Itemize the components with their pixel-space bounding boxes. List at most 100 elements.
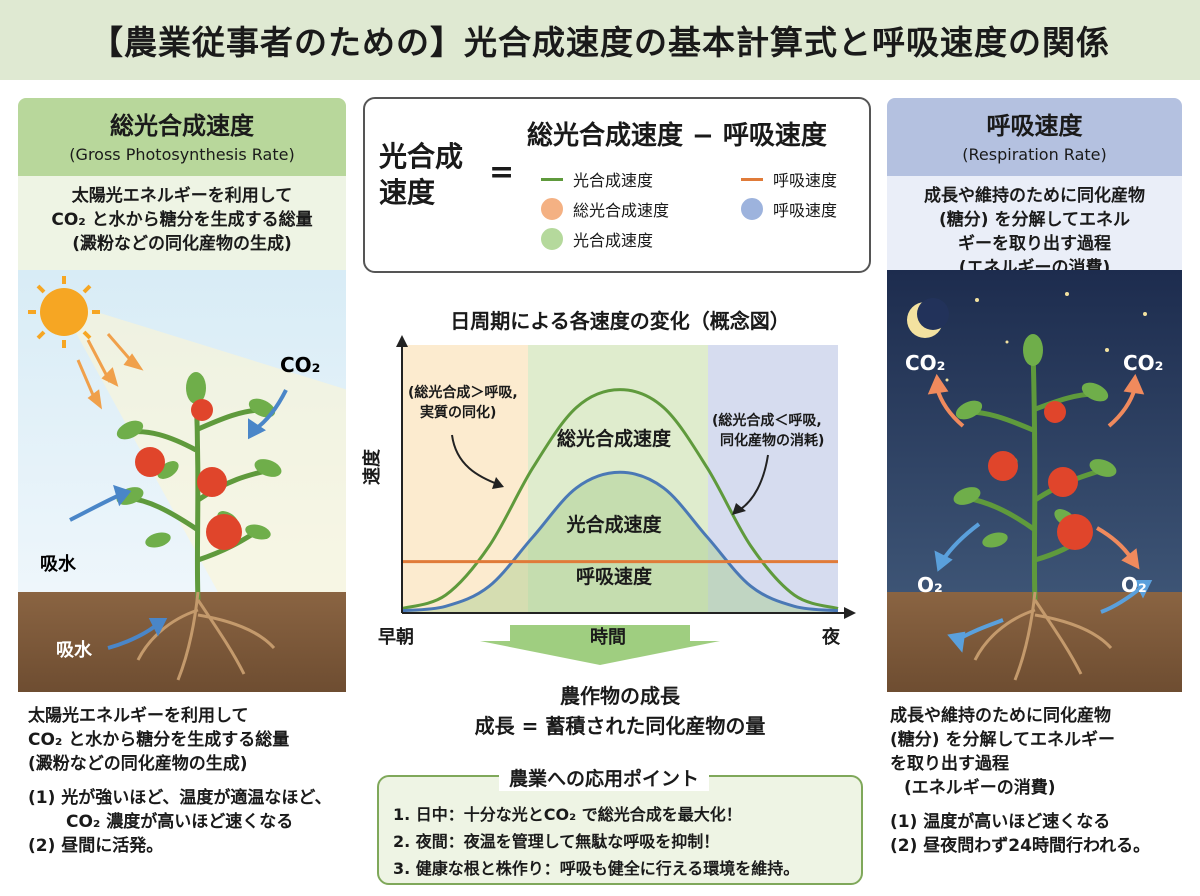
respiration-panel-header: 呼吸速度 (Respiration Rate) (887, 98, 1182, 176)
net-area (402, 472, 838, 613)
legend-dot-swatch (541, 198, 563, 220)
gross-point: (2) 昼間に活発。 (28, 836, 164, 856)
growth-formula: 成長 = 蓄積された同化産物の量 (474, 714, 766, 738)
growth-title: 農作物の成長 (560, 684, 680, 708)
resp-curve-label: 呼吸速度 (576, 565, 653, 588)
co2-label-left: CO₂ (905, 351, 945, 375)
gross-curve-label: 総光合成速度 (557, 427, 672, 450)
x-axis-label: 時間 (590, 627, 626, 648)
title-bar: 【農業従事者のための】光合成速度の基本計算式と呼吸速度の関係 (0, 0, 1200, 80)
growth-down-arrow (480, 625, 720, 665)
tomato-icon (988, 401, 1093, 550)
page-title: 【農業従事者のための】光合成速度の基本計算式と呼吸速度の関係 (90, 23, 1110, 62)
resp-detail-line: (エネルギーの消費) (904, 778, 1056, 798)
formula-lhs: 光合成 速度 (379, 139, 463, 211)
legend-label: 呼吸速度 (773, 201, 838, 220)
legend-line-swatch (541, 177, 563, 181)
annotation-left: 実質の同化) (420, 404, 496, 421)
gross-point: (1) 光が強いほど、温度が適温なほど、 (28, 788, 332, 808)
legend-line-swatch (741, 177, 763, 181)
sunlight-arrow-icon (76, 333, 144, 410)
legend-item: 呼吸速度 (741, 197, 837, 221)
resp-desc-line: (糖分) を分解してエネル (939, 210, 1130, 230)
daytime-plant-illustration: CO₂ 吸水 吸水 (18, 270, 346, 692)
gross-detail-line: (澱粉などの同化産物の生成) (28, 754, 248, 774)
annotation-right: 同化産物の消耗) (720, 432, 824, 449)
gross-photosynthesis-panel: 総光合成速度 (Gross Photosynthesis Rate) 太陽光エネ… (18, 98, 346, 692)
resp-detail-line: 成長や維持のために同化産物 (890, 706, 1111, 726)
annotation-right-arrow (737, 454, 769, 512)
gross-panel-header: 総光合成速度 (Gross Photosynthesis Rate) (18, 98, 346, 176)
legend-dot-swatch (741, 198, 763, 220)
night-zone (708, 345, 838, 613)
resp-point: (1) 温度が高いほど速くなる (890, 812, 1111, 832)
y-axis-label: 速度 (361, 448, 383, 485)
tip-item: 3. 健康な根と株作り：呼吸も健全に行える環境を維持。 (393, 859, 800, 878)
annotation-right-arrowhead (732, 503, 746, 515)
formula-lhs-line: 速度 (379, 176, 436, 209)
gross-panel-subheading: (Gross Photosynthesis Rate) (69, 145, 295, 164)
gross-detail-line: CO₂ と水から糖分を生成する総量 (28, 730, 290, 750)
respiration-panel-subheading: (Respiration Rate) (962, 145, 1107, 164)
legend-label: 光合成速度 (573, 171, 654, 190)
legend-label: 総光合成速度 (573, 201, 670, 220)
legend-item: 光合成速度 (541, 227, 653, 251)
net-curve-label: 光合成速度 (565, 513, 662, 536)
co2-arrow-icon (69, 389, 288, 650)
tip-item: 1. 日中：十分な光とCO₂ で総光合成を最大化！ (393, 805, 742, 824)
net-photosynthesis-line (401, 470, 839, 613)
x-axis-arrow (844, 607, 856, 619)
resp-desc-line: ギーを取り出す過程 (958, 234, 1111, 254)
gross-panel-description: 太陽光エネルギーを利用して CO₂ と水から糖分を生成する総量 (澱粉などの同化… (18, 176, 346, 270)
legend-label: 光合成速度 (573, 231, 654, 250)
resp-desc-line: 成長や維持のために同化産物 (924, 186, 1145, 206)
moon-icon (907, 298, 949, 338)
annotation-left-arrowhead (492, 477, 504, 489)
respiration-panel: 呼吸速度 (Respiration Rate) 成長や維持のために同化産物 (糖… (887, 98, 1182, 692)
gross-desc-line: 太陽光エネルギーを利用して (71, 186, 293, 206)
x-axis-start-label: 早朝 (378, 626, 414, 648)
tips-title: 農業への応用ポイント (499, 764, 710, 791)
formula-lhs-line: 光合成 (379, 140, 464, 173)
water-label-root: 吸水 (56, 639, 93, 661)
co2-label: CO₂ (280, 353, 320, 377)
formula-equals: = (489, 155, 515, 190)
co2-release-arrow-icon (927, 373, 1145, 428)
gross-photosynthesis-line (401, 388, 839, 610)
legend-item: 総光合成速度 (541, 197, 669, 221)
legend-item: 光合成速度 (541, 167, 653, 191)
legend-item: 呼吸速度 (741, 167, 837, 191)
gross-desc-line: CO₂ と水から糖分を生成する総量 (51, 210, 313, 230)
chart-title: 日周期による各速度の変化（概念図） (450, 309, 790, 333)
tips-list: 1. 日中：十分な光とCO₂ で総光合成を最大化！ 2. 夜間：夜温を管理して無… (393, 801, 799, 882)
tip-item: 2. 夜間：夜温を管理して無駄な呼吸を抑制！ (393, 832, 720, 851)
gross-detail-text: 太陽光エネルギーを利用して CO₂ と水から糖分を生成する総量 (澱粉などの同化… (28, 704, 368, 858)
respiration-detail-text: 成長や維持のために同化産物 (糖分) を分解してエネルギー を取り出す過程 (エ… (890, 704, 1190, 858)
x-axis-end-label: 夜 (821, 626, 841, 648)
formula-box: 光合成 速度 = 総光合成速度 − 呼吸速度 光合成速度呼吸速度総光合成速度呼吸… (363, 97, 871, 273)
annotation-right: (総光合成＜呼吸, (712, 412, 822, 429)
water-label-stem: 吸水 (40, 553, 77, 575)
soil-exchange-arrow-icon (947, 580, 1153, 653)
star-icon (945, 292, 1147, 382)
o2-label-right: O₂ (1121, 573, 1147, 597)
formula-rhs: 総光合成速度 − 呼吸速度 (527, 121, 827, 151)
o2-label-left: O₂ (917, 573, 943, 597)
application-tips-box: 農業への応用ポイント 1. 日中：十分な光とCO₂ で総光合成を最大化！ 2. … (377, 764, 863, 885)
gross-desc-line: (澱粉などの同化産物の生成) (72, 234, 292, 254)
gross-detail-line: 太陽光エネルギーを利用して (28, 706, 249, 726)
legend-label: 呼吸速度 (773, 171, 838, 190)
tomato-icon (135, 399, 242, 550)
legend-dot-swatch (541, 228, 563, 250)
resp-detail-line: (糖分) を分解してエネルギー (890, 730, 1115, 750)
diurnal-rate-chart: 速度早朝時間夜(総光合成＞呼吸,実質の同化)(総光合成＜呼吸,同化産物の消耗)総… (361, 335, 856, 665)
sun-icon (28, 276, 100, 348)
resp-point: (2) 昼夜問わず24時間行われる。 (890, 836, 1151, 856)
gross-panel-heading: 総光合成速度 (110, 112, 254, 140)
o2-uptake-arrow-icon (1096, 526, 1140, 570)
y-axis-arrow (396, 335, 408, 347)
o2-arrow-icon (934, 522, 981, 572)
annotation-left-arrow (451, 434, 501, 486)
respiration-panel-heading: 呼吸速度 (986, 112, 1083, 140)
gross-point: CO₂ 濃度が高いほど速くなる (66, 812, 294, 832)
